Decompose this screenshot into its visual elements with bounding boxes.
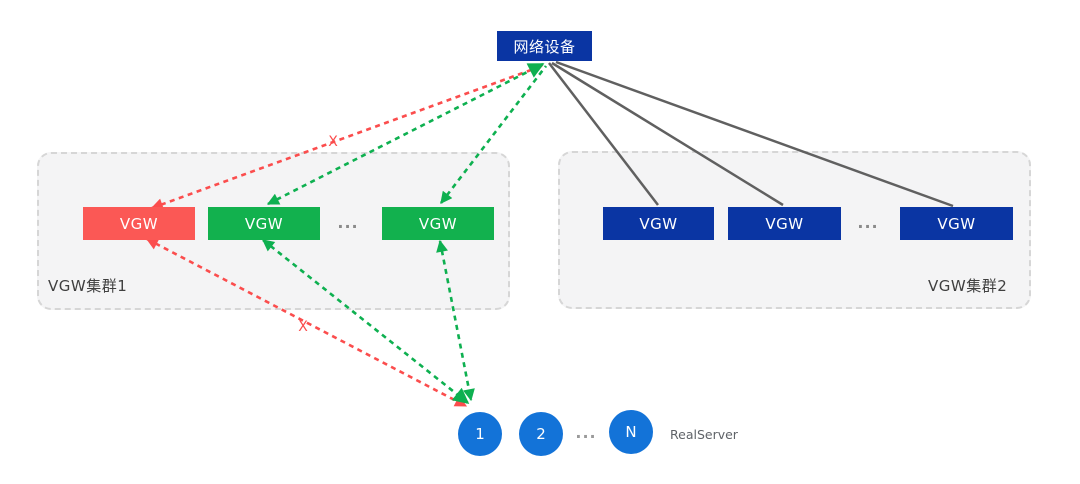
realserver-node-2: 2 bbox=[519, 412, 563, 456]
cluster2-vgw-node-1: VGW bbox=[603, 207, 714, 240]
cluster2-vgw-node-2: VGW bbox=[728, 207, 841, 240]
realserver-node-n: N bbox=[609, 410, 653, 454]
network-device-node: 网络设备 bbox=[497, 31, 592, 61]
realserver-node-1: 1 bbox=[458, 412, 502, 456]
failure-x-mark-upstream: X bbox=[328, 134, 338, 150]
vgw-node-healthy-1: VGW bbox=[208, 207, 320, 240]
cluster2-ellipsis: ... bbox=[857, 213, 879, 232]
failure-x-mark-downstream: X bbox=[298, 319, 308, 335]
cluster1-ellipsis: ... bbox=[337, 213, 359, 232]
cluster1-label: VGW集群1 bbox=[48, 277, 128, 295]
realserver-ellipsis: ... bbox=[575, 423, 597, 442]
vgw-node-failed: VGW bbox=[83, 207, 195, 240]
cluster2-label: VGW集群2 bbox=[928, 277, 1008, 295]
vgw-node-healthy-2: VGW bbox=[382, 207, 494, 240]
realserver-caption: RealServer bbox=[670, 427, 738, 442]
cluster2-vgw-node-3: VGW bbox=[900, 207, 1013, 240]
